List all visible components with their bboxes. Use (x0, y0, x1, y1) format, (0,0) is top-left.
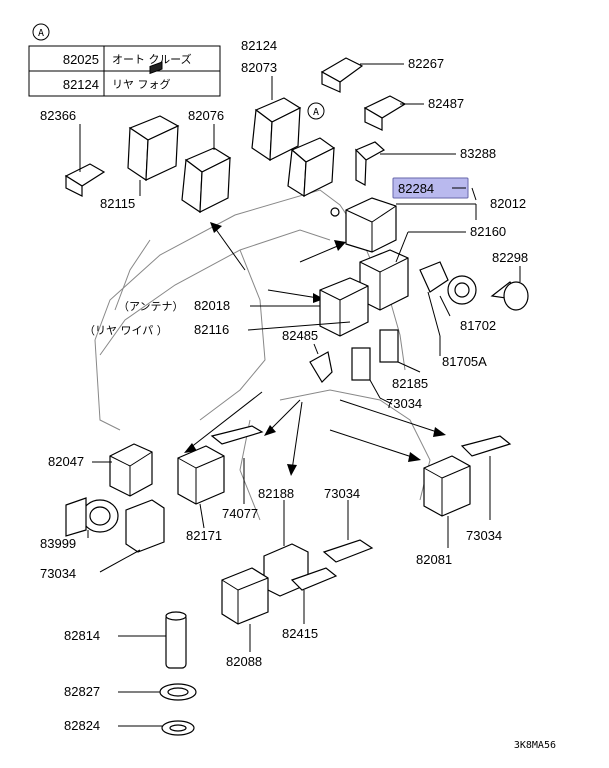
label-82267[interactable]: 82267 (408, 56, 444, 71)
label-73034-d[interactable]: 73034 (466, 528, 502, 543)
callout-marker: A (313, 107, 319, 118)
part-82018-shape (319, 277, 369, 337)
part-73034-right-shape (460, 435, 512, 457)
label-82185[interactable]: 82185 (392, 376, 428, 391)
legend-marker-circle (32, 23, 50, 41)
parts (64, 57, 529, 736)
part-labels: 82124 82073 82267 82487 82366 82076 8328… (40, 38, 528, 733)
label-73034-a[interactable]: 73034 (386, 396, 422, 411)
legend-row-desc: リヤ フォグ (112, 77, 171, 91)
label-73034-b[interactable]: 73034 (324, 486, 360, 501)
part-82185-b-shape (379, 329, 399, 363)
leader-lines (79, 63, 521, 727)
label-82284[interactable]: 82284 (398, 181, 434, 196)
label-81705a[interactable]: 81705A (442, 354, 487, 369)
legend-row-desc: オート クルーズ (112, 52, 192, 66)
part-74077-shape (210, 425, 264, 445)
part-82284-shape (345, 197, 397, 253)
callout-marker-circle (307, 102, 325, 120)
label-82171[interactable]: 82171 (186, 528, 222, 543)
label-82018-note: （アンテナ） (118, 300, 184, 313)
part-82185-a-shape (351, 347, 371, 381)
legend-marker: A (38, 28, 44, 39)
label-82124[interactable]: 82124 (241, 38, 277, 53)
label-82415[interactable]: 82415 (282, 626, 318, 641)
part-82814-shape (165, 613, 187, 669)
label-73034-c[interactable]: 73034 (40, 566, 76, 581)
part-73034-center-shape (322, 539, 374, 563)
part-82081-shape (423, 455, 471, 517)
part-82485-shape (309, 351, 333, 383)
part-82088-shape (221, 567, 269, 625)
legend-row-part: 82124 (63, 77, 99, 92)
label-82081[interactable]: 82081 (416, 552, 452, 567)
label-82115[interactable]: 82115 (100, 196, 135, 211)
label-82018[interactable]: 82018 (194, 298, 230, 313)
figure-code: 3K8MA56 (514, 740, 556, 751)
part-82415-shape (290, 567, 338, 591)
label-82298[interactable]: 82298 (492, 250, 528, 265)
label-82047[interactable]: 82047 (48, 454, 84, 469)
label-82116-note: （リヤ ワイパ ） (84, 324, 168, 337)
legend-row-part: 82025 (63, 52, 99, 67)
label-82188[interactable]: 82188 (258, 486, 294, 501)
highlight-82284 (392, 177, 469, 199)
label-82485[interactable]: 82485 (282, 328, 318, 343)
part-82171-shape (177, 445, 225, 505)
part-81702-shape (419, 261, 449, 293)
arrows (184, 222, 446, 476)
label-82160[interactable]: 82160 (470, 224, 506, 239)
label-82827[interactable]: 82827 (64, 684, 100, 699)
label-82073[interactable]: 82073 (241, 60, 277, 75)
label-82824[interactable]: 82824 (64, 718, 100, 733)
label-82814[interactable]: 82814 (64, 628, 100, 643)
label-82076[interactable]: 82076 (188, 108, 224, 123)
label-82487[interactable]: 82487 (428, 96, 464, 111)
label-74077[interactable]: 74077 (222, 506, 258, 521)
label-82116[interactable]: 82116 (194, 322, 229, 337)
legend: A 82025 オート クルーズ 82124 リヤ フォグ (28, 23, 221, 97)
label-82012[interactable]: 82012 (490, 196, 526, 211)
label-83288[interactable]: 83288 (460, 146, 496, 161)
label-82366[interactable]: 82366 (40, 108, 76, 123)
part-73034-left-shape (125, 499, 165, 553)
label-83999[interactable]: 83999 (40, 536, 76, 551)
label-81702[interactable]: 81702 (460, 318, 496, 333)
part-82047-shape (109, 443, 153, 497)
label-82088[interactable]: 82088 (226, 654, 262, 669)
